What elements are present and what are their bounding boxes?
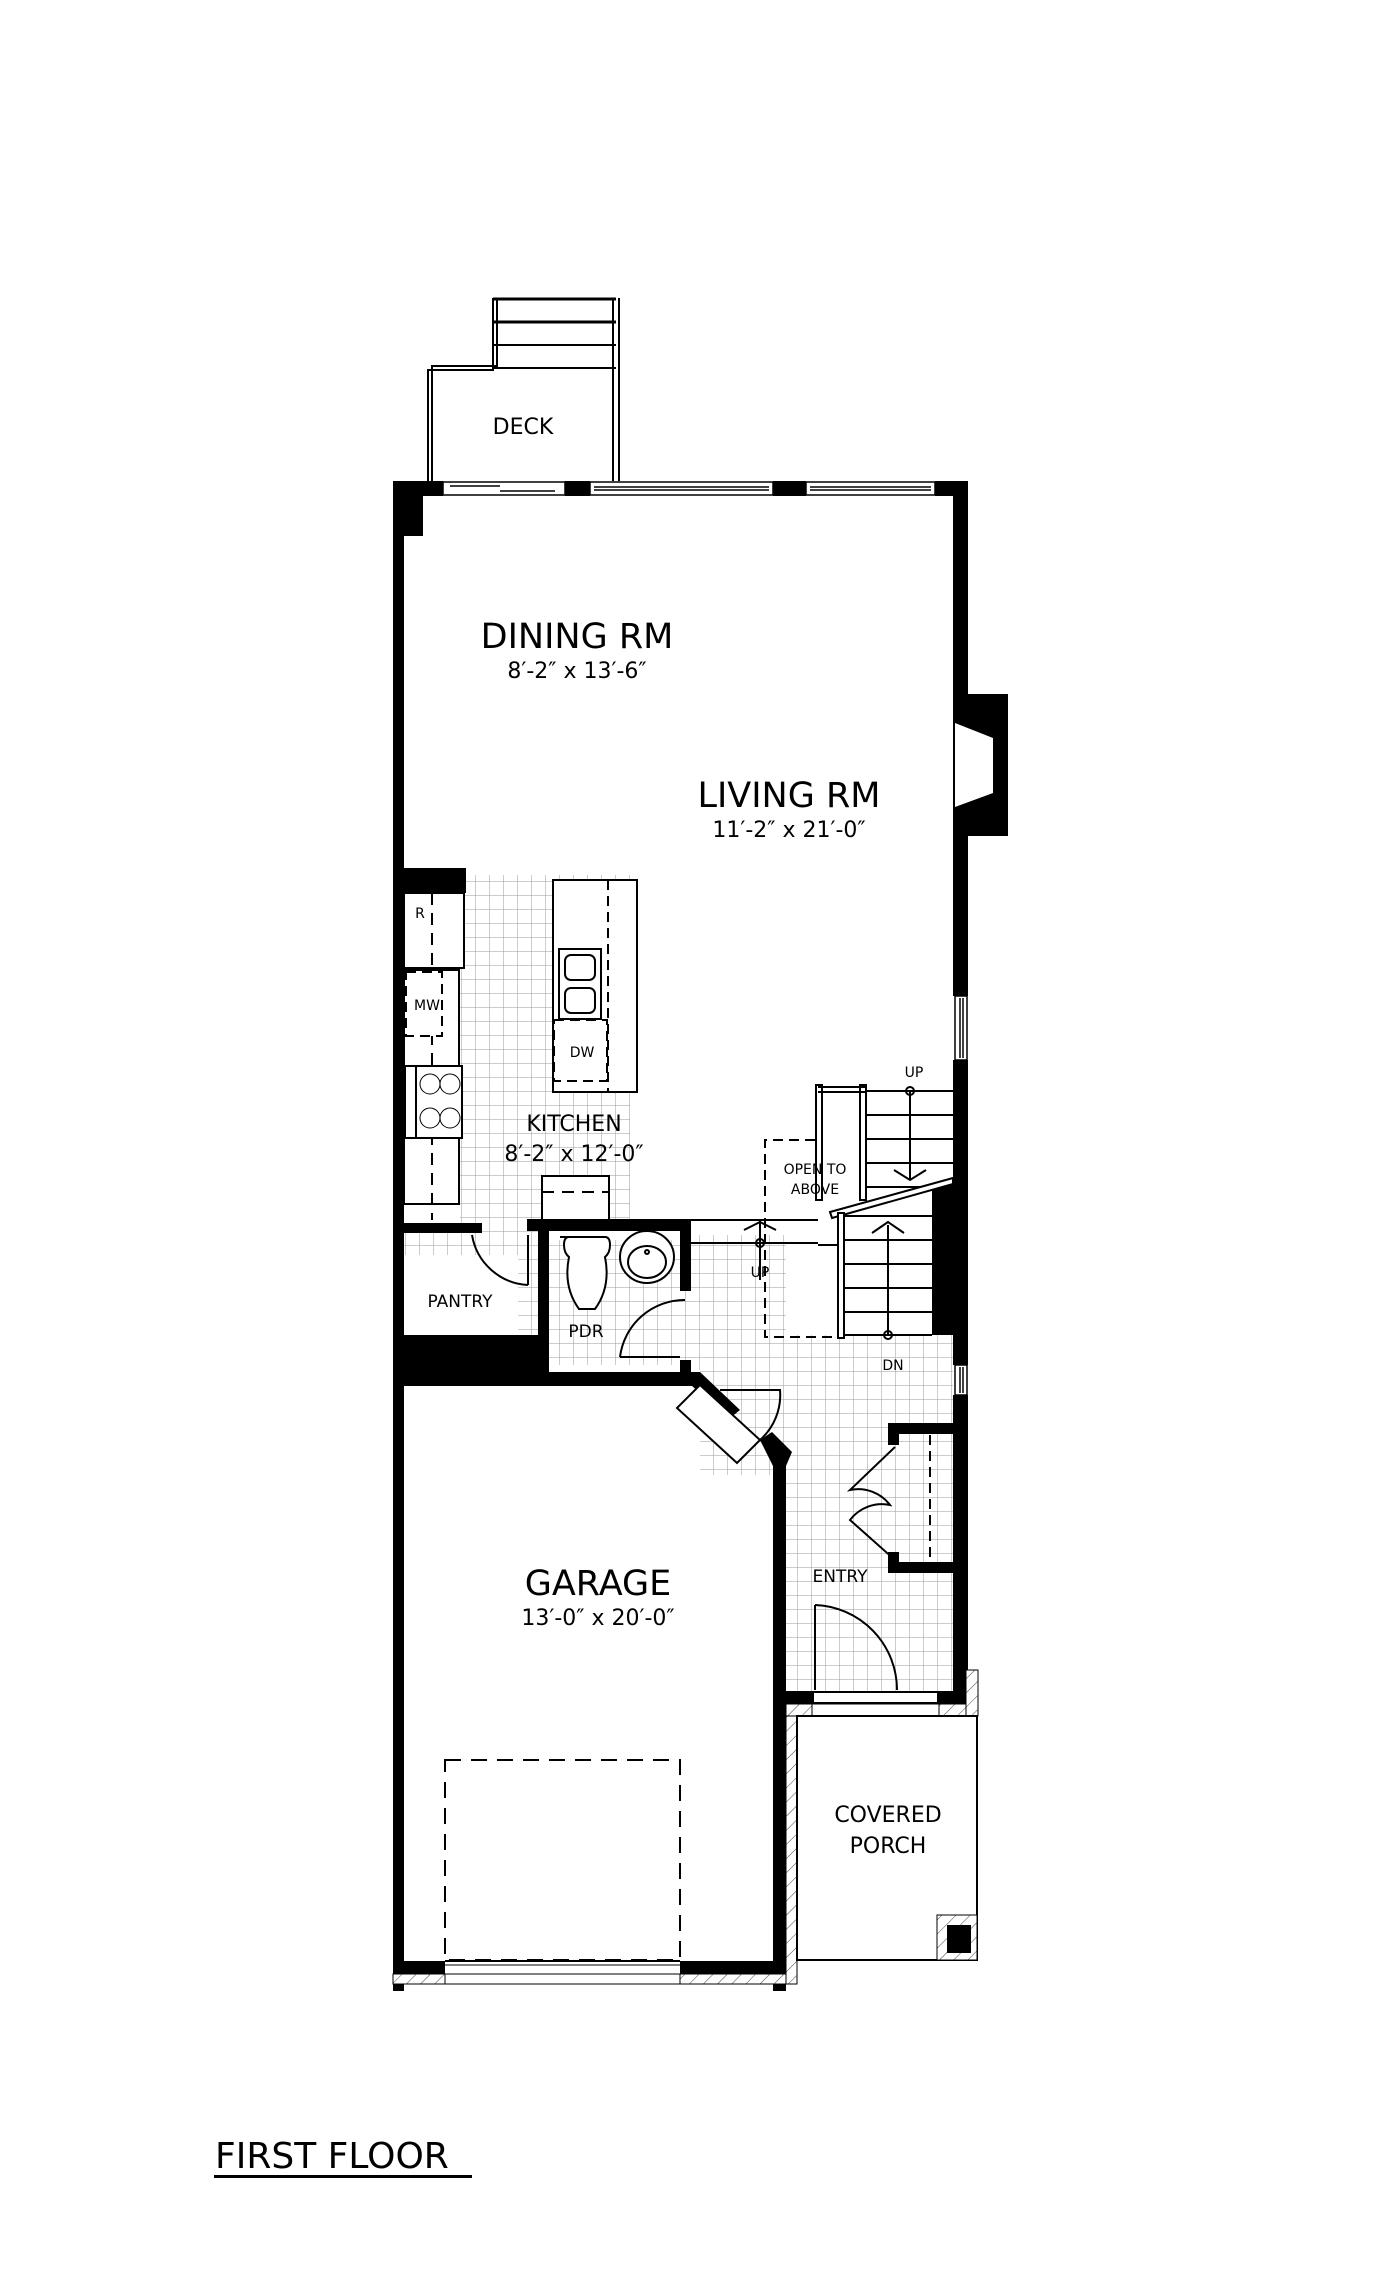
wall-top-mid1 [565,481,590,496]
wall-garage-right [773,1466,786,1991]
kitchen-dims: 8′-2″ x 12′-0″ [504,1142,643,1167]
open-to-above-line1: OPEN TO [784,1162,847,1178]
pdr-label: PDR [568,1322,603,1342]
porch [785,1669,979,1985]
floor-title: FIRST FLOOR [215,2136,449,2177]
entry-tile-floor [780,1335,953,1695]
wall-garage-bottom-right [680,1961,786,1974]
wall-closet-jamb-bottom [888,1552,899,1572]
dishwasher-label: DW [570,1045,595,1061]
stairs-up-label: UP [905,1065,924,1081]
hall-tile-floor [686,1235,786,1370]
wall-top-mid2 [773,481,806,496]
wall-diagonal-lower [760,1432,792,1466]
dining-room-label: DINING RM [481,617,674,657]
dining-room-dims: 8′-2″ x 13′-6″ [507,659,646,684]
window-top-2 [805,481,936,496]
kitchen-label: KITCHEN [526,1112,621,1137]
porch-label-line2: PORCH [850,1834,927,1859]
arrow-up-small [743,1220,777,1231]
garage-door-overhead [444,1759,681,1961]
front-door-threshold [812,1691,939,1704]
stairs [690,1084,954,1340]
microwave-label: MW [414,998,440,1014]
refrigerator-label: R [415,906,425,922]
wall-right-mid [953,1060,968,1365]
sliding-door-deck [442,481,566,496]
garage-label: GARAGE [525,1564,672,1604]
window-right-1 [954,995,968,1061]
wall-garage-top [393,1372,693,1386]
arrow-up [871,1220,905,1234]
kitchen-fixtures: R MW DW [403,879,638,1221]
wall-entry-bottom-left [773,1691,813,1704]
wall-left [393,481,404,1991]
wall-pdr-left [538,1219,549,1379]
open-to-above-outline [764,1139,832,1338]
wall-stair-side [932,1190,953,1335]
front-door-swing [814,1604,898,1691]
window-top-1 [589,481,774,496]
railing-right [859,1084,867,1201]
window-right-2 [954,1364,968,1396]
arrow-down [893,1169,927,1182]
stairs-down-label: DN [882,1358,903,1374]
microwave [405,971,443,1037]
deck-label: DECK [493,415,554,440]
porch-hatch-left [785,1703,798,1985]
walls [393,481,1008,1991]
wall-closet-jamb-top [888,1423,899,1445]
closet-bifold-doors [846,1446,896,1561]
open-to-above-line2: ABOVE [791,1182,839,1198]
wall-closet-top [888,1423,968,1434]
living-room-label: LIVING RM [697,776,880,816]
pantry-door-swing [471,1234,529,1286]
railing-left [815,1084,823,1201]
wall-stair-side-cap [935,1185,953,1195]
wall-pdr-right [680,1219,691,1291]
wall-pdr-corner [680,1360,691,1380]
pantry-bottom-mass [404,1335,549,1375]
garage-apron-left [392,1973,446,1985]
wall-pantry-top [404,1223,482,1233]
pdr-fixtures [560,1230,675,1310]
wall-closet-bottom [888,1562,968,1573]
wall-kitchen-top [404,868,466,893]
doors [471,1234,939,1704]
pantry-label: PANTRY [427,1292,493,1312]
garage-dims: 13′-0″ x 20′-0″ [521,1606,674,1631]
garage-door-swing [720,1389,782,1441]
stairs-up-small-label: UP [751,1265,770,1281]
refrigerator [403,892,465,969]
wall-diagonal-upper [690,1372,740,1418]
wall-pdr-top [527,1219,690,1231]
living-room-dims: 11′-2″ x 21′-0″ [712,818,865,843]
stair-landing-edge [828,1176,954,1220]
counter-small [541,1175,610,1221]
garage-entry-door [675,1383,762,1465]
wall-garage-bottom-left [393,1961,445,1974]
toilet [560,1236,612,1310]
garage [392,1759,798,1985]
deck: DECK [427,297,620,481]
porch-label-line1: COVERED [834,1803,941,1828]
tile-floors [404,875,953,1695]
plan-title: FIRST FLOOR [214,2136,472,2178]
dishwasher [553,1019,608,1082]
wall-entry-bottom-right [938,1691,968,1704]
windows [442,481,968,1396]
title-underline [214,2175,472,2178]
entry-label: ENTRY [813,1567,869,1587]
wall-right-lower [953,1395,968,1705]
fireplace-opening [955,723,993,807]
garage-apron-right [679,1973,798,1985]
pdr-door-swing [619,1298,686,1358]
room-labels: DINING RM 8′-2″ x 13′-6″ LIVING RM 11′-2… [427,617,941,1859]
porch-slab [796,1715,978,1961]
